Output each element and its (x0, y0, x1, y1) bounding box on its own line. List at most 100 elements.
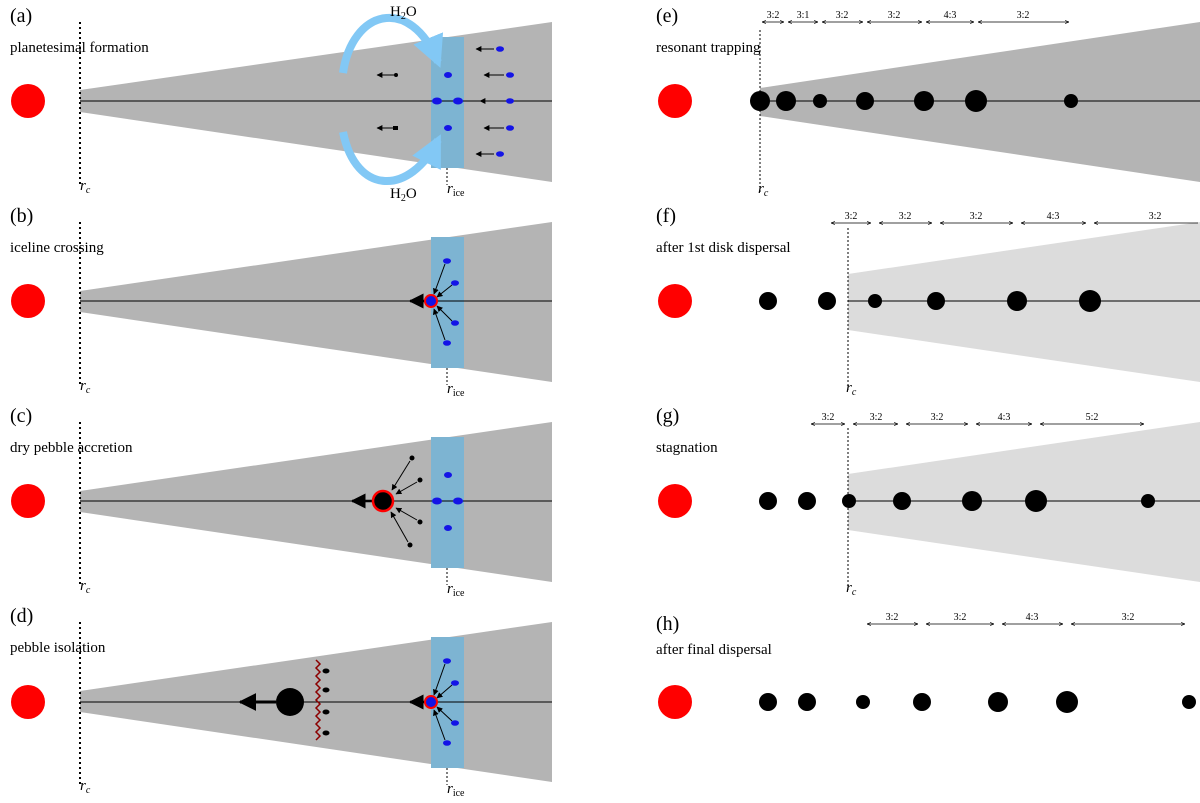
water-cycle-arrow-top (339, 13, 444, 74)
rc-label: rc (758, 181, 769, 199)
panel-title: iceline crossing (10, 240, 104, 256)
svg-text:4:3: 4:3 (998, 412, 1011, 423)
svg-text:4:3: 4:3 (1047, 211, 1060, 222)
panel-h: (h) after final dispersal 3:2 3:2 4:3 3:… (656, 612, 1196, 719)
planet (913, 693, 931, 711)
svg-text:3:2: 3:2 (886, 612, 899, 623)
rc-label: rc (846, 380, 857, 398)
pebbles (432, 46, 514, 157)
disk-light (848, 422, 1200, 582)
rice-label: rice (447, 381, 465, 399)
rice-label: rice (447, 581, 465, 599)
planet (759, 492, 777, 510)
planet (914, 91, 934, 111)
star (11, 284, 45, 318)
panel-title: dry pebble accretion (10, 440, 133, 456)
planet (868, 294, 882, 308)
pebbles (432, 472, 463, 531)
panel-g: (g) stagnation rc 3:2 3:2 3:2 4:3 5:2 (656, 405, 1200, 598)
panel-title: after 1st disk dispersal (656, 240, 791, 256)
planet (776, 91, 796, 111)
embryo (371, 489, 395, 513)
h2o-label-top: H2O (390, 4, 417, 22)
panel-a: (a) planetesimal formation rc rice H2O H… (10, 4, 552, 204)
planet (1056, 691, 1078, 713)
planet (1007, 291, 1027, 311)
accretion-arrows (390, 460, 418, 543)
h2o-label-bottom: H2O (390, 186, 417, 204)
panel-letter: (c) (10, 405, 32, 427)
panel-letter: (g) (656, 405, 679, 427)
planet (1182, 695, 1196, 709)
panel-title: pebble isolation (10, 640, 106, 656)
pressure-bump-wave (314, 659, 322, 741)
star (658, 284, 692, 318)
svg-text:3:2: 3:2 (836, 10, 849, 21)
panel-letter: (a) (10, 5, 32, 27)
rice-label: rice (447, 781, 465, 799)
planet (1079, 290, 1101, 312)
blocked-pebbles (322, 668, 330, 736)
planet (1064, 94, 1078, 108)
svg-text:3:2: 3:2 (822, 412, 835, 423)
panel-letter: (f) (656, 205, 676, 227)
svg-text:3:2: 3:2 (954, 612, 967, 623)
planet (798, 693, 816, 711)
panel-letter: (b) (10, 205, 33, 227)
planet (856, 695, 870, 709)
panel-e: (e) resonant trapping rc 3:2 3:1 3:2 3:2… (656, 5, 1200, 199)
dry-pebbles (407, 455, 423, 548)
star (658, 685, 692, 719)
panel-letter: (h) (656, 613, 679, 635)
panel-b: (b) iceline crossing rc rice (10, 205, 552, 399)
disk (80, 22, 552, 182)
embryo (424, 294, 438, 308)
water-cycle-arrow-bottom (339, 131, 442, 185)
planet-chain (750, 90, 1078, 112)
svg-text:3:2: 3:2 (931, 412, 944, 423)
rice-label: rice (447, 181, 465, 199)
panel-title: planetesimal formation (10, 40, 149, 56)
panel-letter: (d) (10, 605, 33, 627)
rc-label: rc (846, 580, 857, 598)
panel-title: resonant trapping (656, 40, 761, 56)
svg-text:3:1: 3:1 (797, 10, 810, 21)
planet (988, 692, 1008, 712)
panel-title: stagnation (656, 440, 718, 456)
resonance-labels: 3:2 3:2 3:2 4:3 5:2 (822, 412, 1099, 423)
disk (80, 222, 552, 382)
planet (1025, 490, 1047, 512)
panel-c: (c) dry pebble accretion rc rice (10, 405, 552, 599)
resonance-labels: 3:2 3:1 3:2 3:2 4:3 3:2 (767, 10, 1030, 21)
planet (750, 91, 770, 111)
svg-text:3:2: 3:2 (888, 10, 901, 21)
svg-text:3:2: 3:2 (899, 211, 912, 222)
rc-label: rc (80, 378, 91, 396)
svg-text:3:2: 3:2 (970, 211, 983, 222)
svg-text:4:3: 4:3 (944, 10, 957, 21)
resonance-labels: 3:2 3:2 4:3 3:2 (886, 612, 1135, 623)
svg-text:5:2: 5:2 (1086, 412, 1099, 423)
star (658, 484, 692, 518)
planet (759, 292, 777, 310)
star (11, 84, 45, 118)
panel-letter: (e) (656, 5, 678, 27)
svg-text:3:2: 3:2 (767, 10, 780, 21)
panel-title: after final dispersal (656, 642, 772, 658)
star (658, 84, 692, 118)
planet (965, 90, 987, 112)
planet (962, 491, 982, 511)
planet (818, 292, 836, 310)
planet (798, 492, 816, 510)
panel-f: (f) after 1st disk dispersal rc 3:2 3:2 … (656, 205, 1200, 398)
drift-arrows (376, 46, 504, 157)
planet (813, 94, 827, 108)
planet (759, 693, 777, 711)
disk (80, 422, 552, 582)
svg-text:3:2: 3:2 (870, 412, 883, 423)
planet (893, 492, 911, 510)
rc-label: rc (80, 178, 91, 196)
accretion-arrows (432, 663, 453, 741)
svg-text:3:2: 3:2 (845, 211, 858, 222)
